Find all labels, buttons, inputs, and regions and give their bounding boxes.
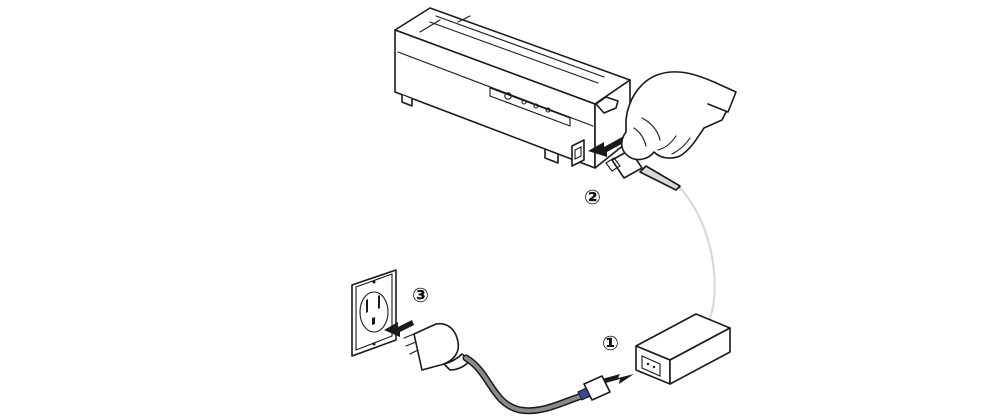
wall-outlet [351, 269, 397, 357]
step-3-label: ③ [412, 283, 429, 307]
ac-cable [462, 354, 611, 415]
arrow-to-adapter-icon [602, 374, 634, 384]
printer [394, 7, 631, 169]
hand-holding-plug [605, 71, 737, 179]
step-1-label: ① [602, 331, 619, 355]
arrow-to-printer-icon [588, 136, 627, 157]
arrow-to-outlet-icon [384, 320, 414, 337]
dc-cable [639, 165, 716, 331]
power-adapter [635, 313, 731, 385]
step-2-label: ② [584, 185, 601, 209]
ac-plug [403, 322, 471, 371]
